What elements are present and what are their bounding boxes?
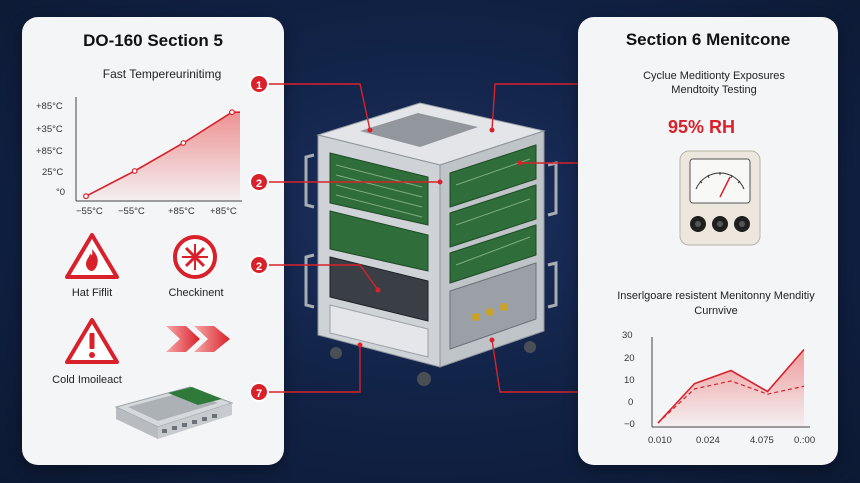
- y-tick: +35°C: [36, 124, 63, 135]
- section-6-panel: Section 6 Menitcone Cyclue Meditionty Ex…: [578, 17, 838, 465]
- y-tick: 30: [622, 330, 633, 341]
- series-line-dashed: [657, 380, 805, 424]
- data-point: [180, 140, 187, 146]
- callout-marker: 7: [249, 382, 269, 402]
- forward-arrows-icon: [166, 326, 230, 352]
- temperature-chart: [75, 97, 242, 202]
- hot-label: Hat Fiflit: [71, 287, 113, 299]
- humidity-value: 95% RH: [668, 117, 736, 137]
- cold-label: Cold Imoileact: [52, 374, 122, 386]
- y-tick: +85°C: [36, 101, 63, 112]
- callout-marker: 2: [249, 255, 269, 275]
- chart-title: Inserlgoare resistent Menitonny Menditiy…: [617, 290, 815, 317]
- humidity-chart: [651, 337, 810, 428]
- caution-icon: [65, 318, 119, 364]
- chart-title: Fast Tempereurinitimg: [102, 67, 222, 81]
- panel-title: Section 6 Menitcone: [625, 30, 791, 49]
- x-tick: 4.075: [750, 435, 774, 446]
- x-tick: +85°C: [210, 206, 237, 217]
- exposure-subtitle: Cyclue Meditionty Exposures Mendtoity Te…: [643, 70, 785, 96]
- y-tick: °0: [56, 187, 66, 198]
- series-line: [657, 348, 805, 424]
- x-tick: 0.:00: [794, 435, 816, 446]
- check-label: Checkinent: [168, 287, 224, 299]
- y-tick: 0: [628, 397, 634, 408]
- x-tick: −55°C: [118, 206, 145, 217]
- circuit-module-image: [114, 386, 234, 439]
- y-tick: −0: [624, 419, 635, 430]
- prohibited-icon: [173, 235, 217, 279]
- callout-marker: 2: [249, 172, 269, 192]
- x-tick: 0.010: [648, 435, 672, 446]
- x-tick: +85°C: [168, 206, 195, 217]
- series-area: [658, 349, 804, 427]
- y-tick: 25°C: [42, 167, 64, 178]
- data-point: [131, 168, 138, 174]
- equipment-rack: [304, 102, 558, 386]
- series-area: [86, 112, 240, 201]
- x-tick: −55°C: [76, 206, 103, 217]
- y-tick: +85°C: [36, 146, 63, 157]
- meter-device-image: [679, 150, 761, 246]
- x-tick: 0.024: [696, 435, 720, 446]
- data-point: [229, 109, 235, 116]
- y-tick: 20: [624, 353, 635, 364]
- callout-marker: 1: [249, 74, 269, 94]
- section-5-panel: DO-160 Section 5 Fast Tempereurinitimg +…: [22, 17, 284, 465]
- data-point: [83, 193, 89, 200]
- y-tick: 10: [624, 375, 635, 386]
- fire-warning-icon: [65, 233, 119, 279]
- panel-title: DO-160 Section 5: [83, 31, 223, 50]
